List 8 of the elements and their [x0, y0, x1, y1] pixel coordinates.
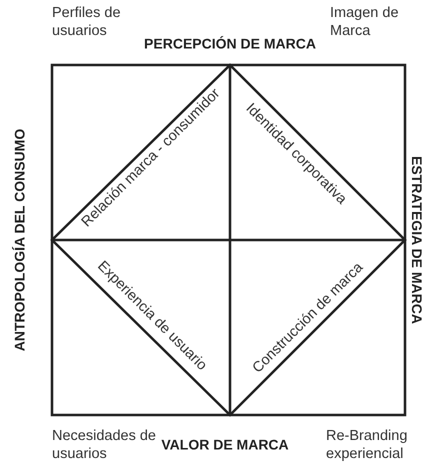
axis-heading: ANTROPOLOGÍA DEL CONSUMO: [11, 128, 28, 352]
corner-label: Necesidades de usuarios: [52, 427, 157, 464]
corner-label: Perfiles de usuarios: [52, 4, 122, 40]
axis-heading: VALOR DE MARCA: [161, 436, 289, 454]
corner-label: Imagen de Marca: [330, 4, 400, 40]
axis-heading: ESTRATEGIA DE MARCA: [408, 156, 425, 324]
axis-heading: PERCEPCIÓN DE MARCA: [144, 35, 316, 53]
corner-label: Re-Branding experiencial: [326, 427, 408, 464]
